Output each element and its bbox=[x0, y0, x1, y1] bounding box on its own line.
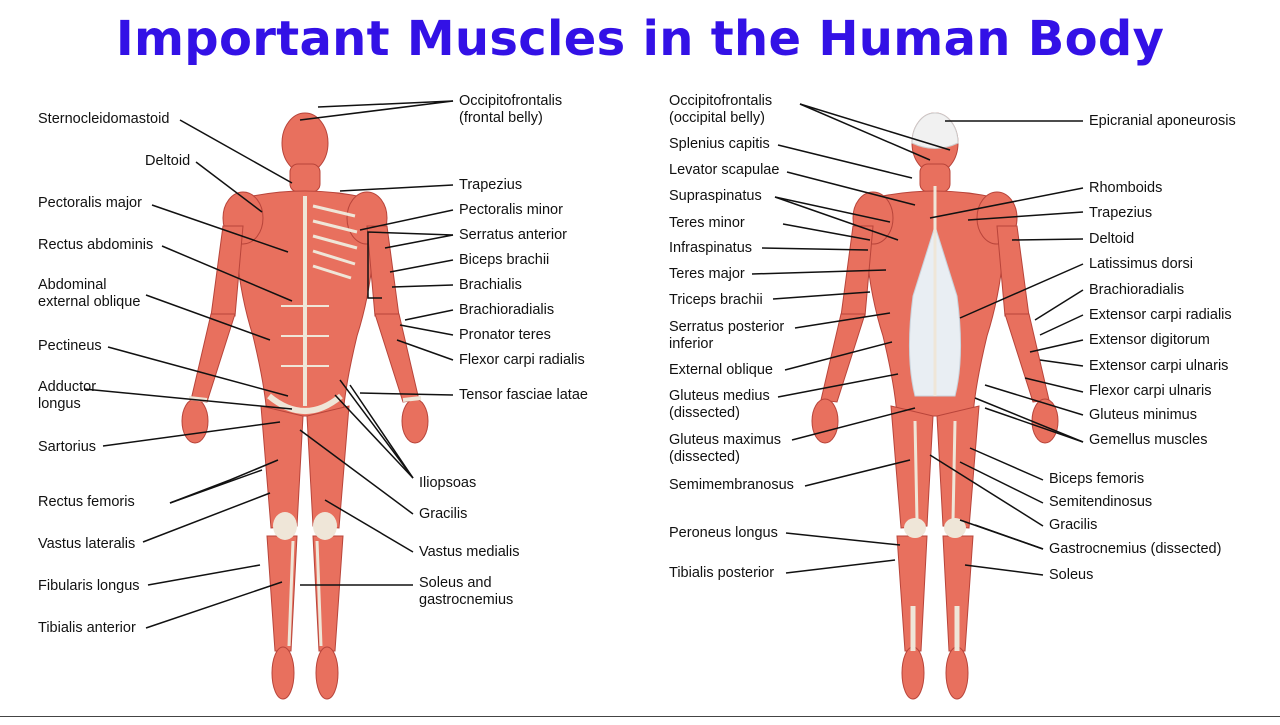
label-sartorius: Sartorius bbox=[38, 439, 97, 455]
label-abdominal-external-oblique: Abdominal external oblique bbox=[38, 277, 141, 310]
label-vastus-medialis: Vastus medialis bbox=[419, 544, 520, 560]
label-triceps-brachii: Triceps brachii bbox=[669, 292, 763, 308]
label-iliopsoas: Iliopsoas bbox=[419, 475, 477, 491]
label-deltoid: Deltoid bbox=[145, 153, 191, 169]
label-rhomboids: Rhomboids bbox=[1089, 180, 1163, 196]
label-semimembranosus: Semimembranosus bbox=[669, 477, 794, 493]
label-semitendinosus: Semitendinosus bbox=[1049, 494, 1153, 510]
label-flexor-carpi-radialis: Flexor carpi radialis bbox=[459, 352, 585, 368]
label-gracilis-posterior: Gracilis bbox=[1049, 517, 1098, 533]
label-brachioradialis-posterior: Brachioradialis bbox=[1089, 282, 1185, 298]
label-teres-major: Teres major bbox=[669, 266, 745, 282]
label-trapezius-anterior: Trapezius bbox=[459, 177, 523, 193]
label-pectoralis-minor: Pectoralis minor bbox=[459, 202, 563, 218]
label-extensor-carpi-radialis: Extensor carpi radialis bbox=[1089, 307, 1232, 323]
label-extensor-digitorum: Extensor digitorum bbox=[1089, 332, 1210, 348]
label-serratus-posterior-inferior: Serratus posterior inferior bbox=[669, 319, 785, 352]
label-pectoralis-major: Pectoralis major bbox=[38, 195, 142, 211]
label-pectineus: Pectineus bbox=[38, 338, 102, 354]
posterior-body bbox=[811, 112, 1059, 700]
label-gluteus-maximus: Gluteus maximus (dissected) bbox=[669, 432, 782, 465]
label-sternocleidomastoid: Sternocleidomastoid bbox=[38, 111, 170, 127]
label-tensor-fasciae-latae: Tensor fasciae latae bbox=[459, 387, 588, 403]
label-gracilis-anterior: Gracilis bbox=[419, 506, 468, 522]
label-biceps-brachii: Biceps brachii bbox=[459, 252, 550, 268]
label-supraspinatus: Supraspinatus bbox=[669, 188, 762, 204]
anterior-leader-lines bbox=[83, 100, 454, 629]
label-rectus-abdominis: Rectus abdominis bbox=[38, 237, 154, 253]
label-fibularis-longus: Fibularis longus bbox=[38, 578, 140, 594]
label-soleus: Soleus bbox=[1049, 567, 1094, 583]
label-external-oblique: External oblique bbox=[669, 362, 773, 378]
label-biceps-femoris: Biceps femoris bbox=[1049, 471, 1145, 487]
label-peroneus-longus: Peroneus longus bbox=[669, 525, 778, 541]
label-pronator-teres: Pronator teres bbox=[459, 327, 551, 343]
label-infraspinatus: Infraspinatus bbox=[669, 240, 753, 256]
label-gastrocnemius-dissected: Gastrocnemius (dissected) bbox=[1049, 541, 1222, 557]
label-serratus-anterior: Serratus anterior bbox=[459, 227, 567, 243]
label-rectus-femoris: Rectus femoris bbox=[38, 494, 135, 510]
label-splenius-capitis: Splenius capitis bbox=[669, 136, 770, 152]
label-brachioradialis-anterior: Brachioradialis bbox=[459, 302, 555, 318]
label-adductor-longus: Adductor longus bbox=[38, 379, 97, 412]
label-levator-scapulae: Levator scapulae bbox=[669, 162, 780, 178]
label-occipitofrontalis-occipital: Occipitofrontalis (occipital belly) bbox=[669, 93, 773, 126]
label-latissimus-dorsi: Latissimus dorsi bbox=[1089, 256, 1193, 272]
label-extensor-carpi-ulnaris: Extensor carpi ulnaris bbox=[1089, 358, 1229, 374]
label-vastus-lateralis: Vastus lateralis bbox=[38, 536, 136, 552]
label-trapezius-posterior: Trapezius bbox=[1089, 205, 1153, 221]
label-deltoid-posterior: Deltoid bbox=[1089, 231, 1135, 247]
label-gluteus-minimus: Gluteus minimus bbox=[1089, 407, 1197, 423]
bottom-rule bbox=[0, 716, 1280, 717]
label-tibialis-anterior: Tibialis anterior bbox=[38, 620, 136, 636]
label-teres-minor: Teres minor bbox=[669, 215, 745, 231]
label-epicranial-aponeurosis: Epicranial aponeurosis bbox=[1089, 113, 1236, 129]
posterior-leader-lines bbox=[751, 103, 1084, 576]
label-flexor-carpi-ulnaris: Flexor carpi ulnaris bbox=[1089, 383, 1212, 399]
label-gemellus-muscles: Gemellus muscles bbox=[1089, 432, 1208, 448]
label-tibialis-posterior: Tibialis posterior bbox=[669, 565, 775, 581]
anterior-body bbox=[181, 112, 429, 700]
label-occipitofrontalis-frontal: Occipitofrontalis (frontal belly) bbox=[459, 93, 563, 126]
label-soleus-gastrocnemius: Soleus and gastrocnemius bbox=[419, 575, 514, 608]
page-title: Important Muscles in the Human Body bbox=[115, 11, 1165, 67]
label-brachialis: Brachialis bbox=[459, 277, 522, 293]
label-gluteus-medius: Gluteus medius (dissected) bbox=[669, 388, 770, 421]
